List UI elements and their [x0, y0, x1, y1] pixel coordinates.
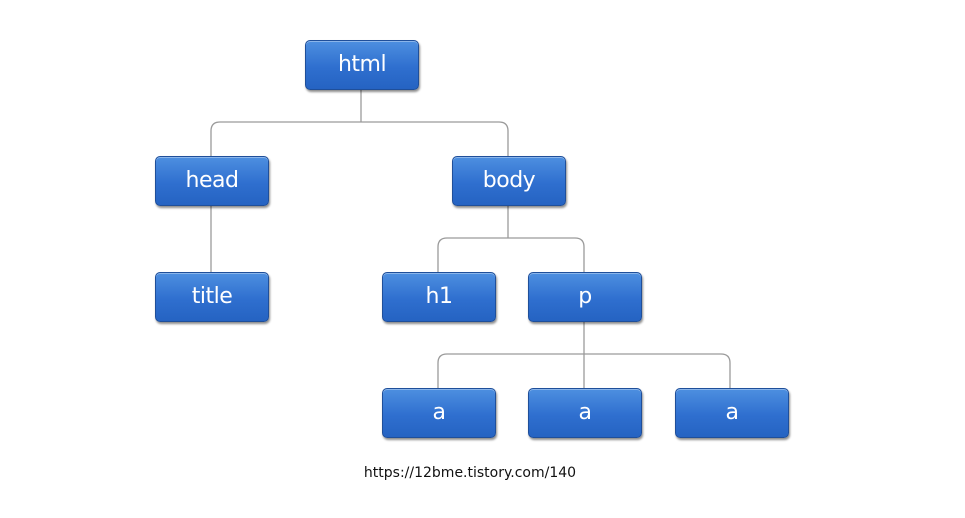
- connector-p-a3: [584, 353, 731, 388]
- connector-p-a1: [437, 353, 584, 388]
- node-html: html: [305, 40, 419, 90]
- node-title: title: [155, 272, 269, 322]
- source-caption: https://12bme.tistory.com/140: [363, 465, 577, 481]
- node-a-3: a: [675, 388, 789, 438]
- node-head: head: [155, 156, 269, 206]
- connector-html-body: [361, 121, 509, 156]
- node-body: body: [452, 156, 566, 206]
- node-a-2: a: [528, 388, 642, 438]
- connector-html-head: [210, 121, 361, 156]
- connector-body-h1: [437, 237, 508, 272]
- node-h1: h1: [382, 272, 496, 322]
- node-p: p: [528, 272, 642, 322]
- connector-body-p: [508, 237, 585, 272]
- node-a-1: a: [382, 388, 496, 438]
